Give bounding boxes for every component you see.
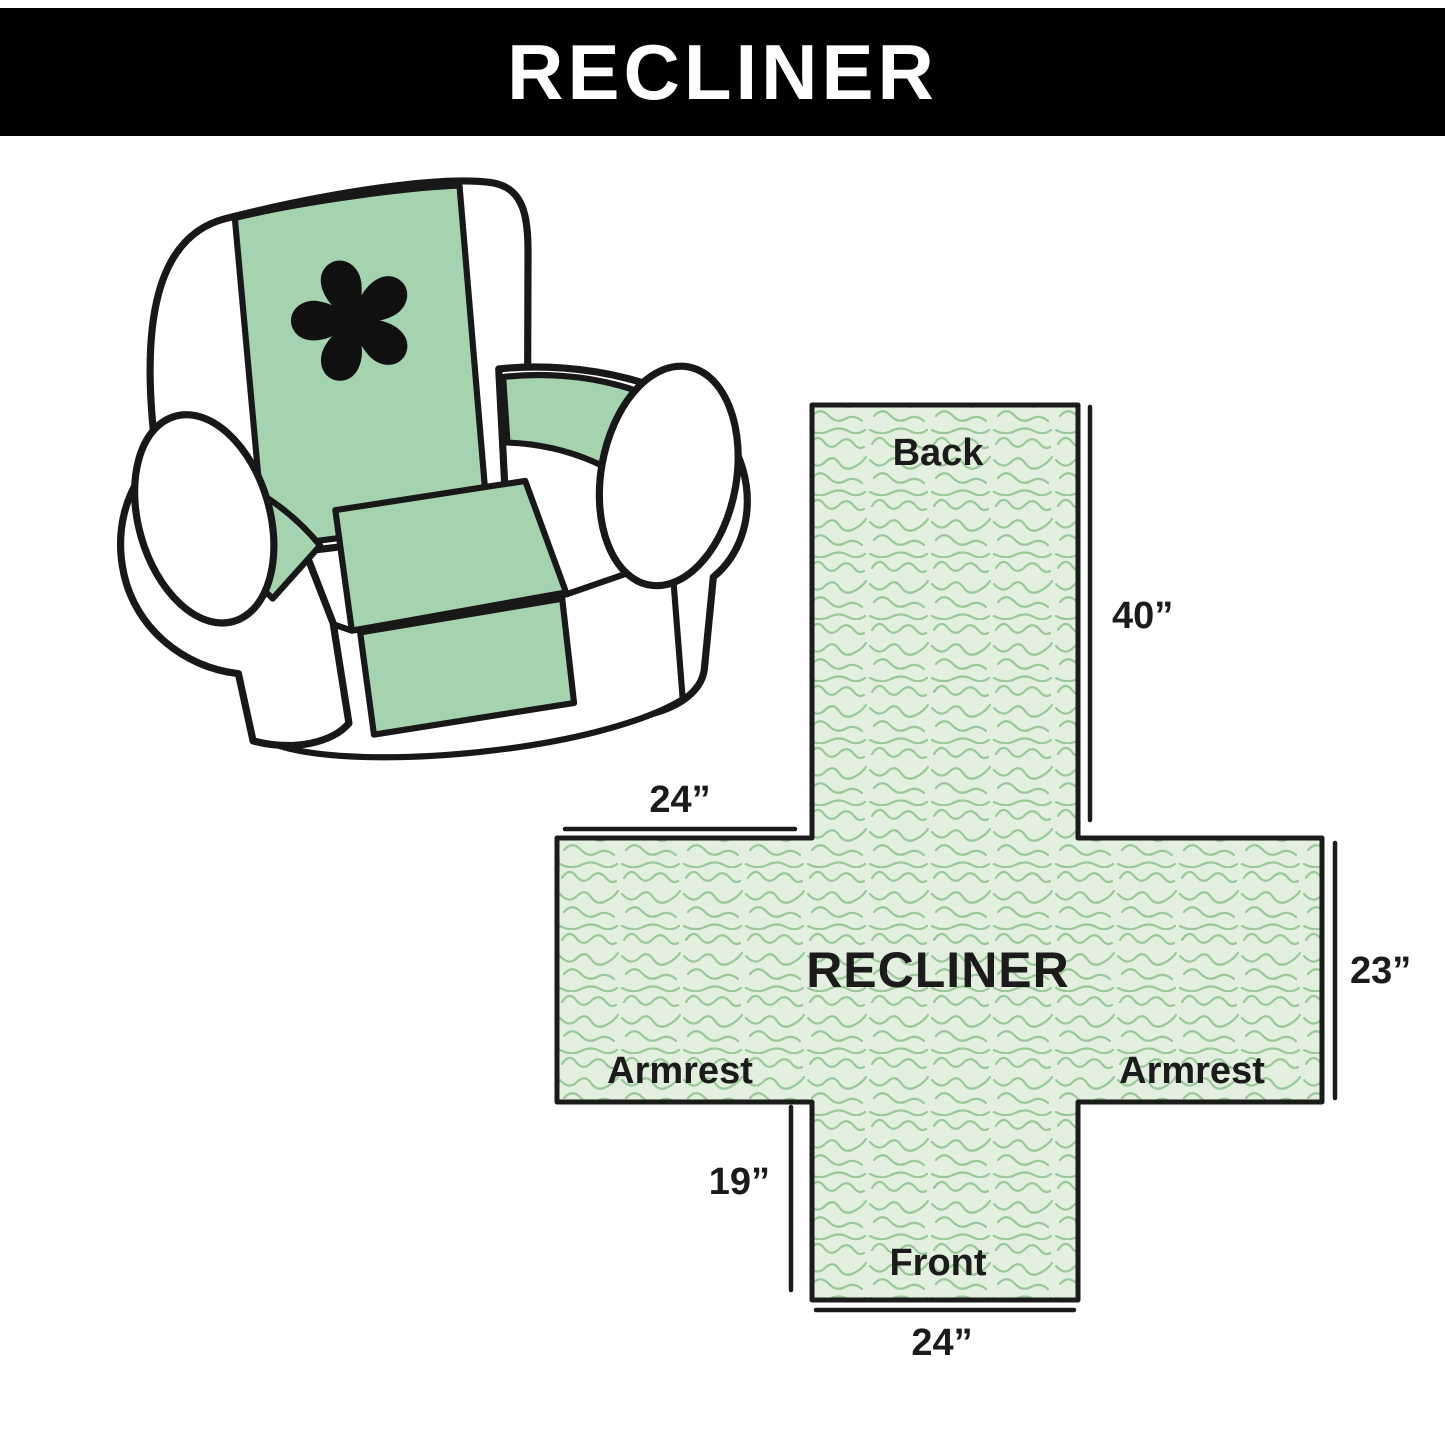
header-banner: RECLINER (0, 8, 1445, 136)
chair-back-panel (231, 182, 491, 551)
dim-side-height-label: 23” (1350, 950, 1411, 992)
cover-template-shape (554, 402, 1325, 1303)
pinwheel-icon (291, 260, 408, 381)
header-title: RECLINER (507, 27, 938, 116)
chair-arm-right-roll (595, 362, 742, 590)
dimension-lines (562, 404, 1338, 1313)
front-label: Front (889, 1242, 986, 1284)
dim-front-height-label: 19” (709, 1161, 770, 1203)
chair-illustration (117, 177, 751, 761)
armrest-right-label: Armrest (1119, 1050, 1265, 1092)
dim-front-width-label: 24” (911, 1322, 972, 1364)
dim-top-width-label: 24” (649, 779, 710, 821)
dim-back-height-label: 40” (1112, 595, 1173, 637)
diagram-title: RECLINER (806, 942, 1070, 998)
chair-arm-left-roll (131, 411, 278, 627)
armrest-left-label: Armrest (607, 1050, 753, 1092)
chair-front-cover (357, 595, 578, 738)
back-label: Back (893, 432, 985, 474)
